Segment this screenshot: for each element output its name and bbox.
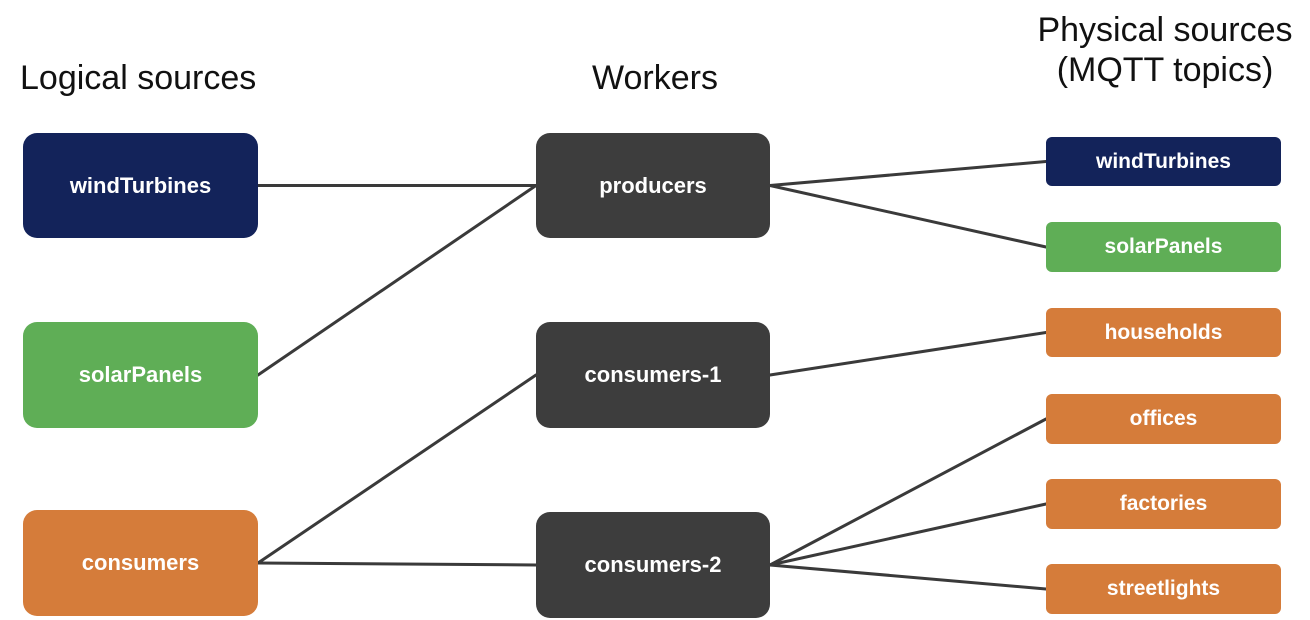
edge-consumers-2-to-p-factories (768, 502, 1048, 567)
edge-consumers-1-to-p-households (768, 331, 1048, 377)
edge-producers-to-p-solarPanels (768, 184, 1048, 249)
physical-source-households[interactable]: households (1046, 308, 1281, 357)
worker-consumers-2[interactable]: consumers-2 (536, 512, 770, 618)
physical-source-offices[interactable]: offices (1046, 394, 1281, 444)
edge-producers-to-p-windTurbines (768, 160, 1048, 187)
worker-consumers-1[interactable]: consumers-1 (536, 322, 770, 428)
logical-source-consumers[interactable]: consumers (23, 510, 258, 616)
edge-consumers-2-to-p-streetlights (768, 563, 1048, 591)
physical-sources-heading: Physical sources (MQTT topics) (1020, 10, 1310, 90)
physical-source-windturbines[interactable]: windTurbines (1046, 137, 1281, 186)
physical-source-solarpanels[interactable]: solarPanels (1046, 222, 1281, 272)
edge-consumers-to-consumers-1 (256, 373, 538, 565)
physical-sources-heading-line1: Physical sources (1037, 11, 1293, 49)
edge-solarPanels-to-producers (256, 184, 538, 377)
workers-heading: Workers (592, 59, 718, 97)
logical-source-windturbines[interactable]: windTurbines (23, 133, 258, 238)
edge-consumers-to-consumers-2 (256, 561, 538, 567)
physical-source-streetlights[interactable]: streetlights (1046, 564, 1281, 614)
edge-consumers-2-to-p-offices (768, 417, 1048, 567)
physical-sources-heading-line2: (MQTT topics) (1056, 51, 1274, 89)
physical-source-factories[interactable]: factories (1046, 479, 1281, 529)
worker-producers[interactable]: producers (536, 133, 770, 238)
logical-source-solarpanels[interactable]: solarPanels (23, 322, 258, 428)
logical-sources-heading: Logical sources (20, 59, 257, 97)
